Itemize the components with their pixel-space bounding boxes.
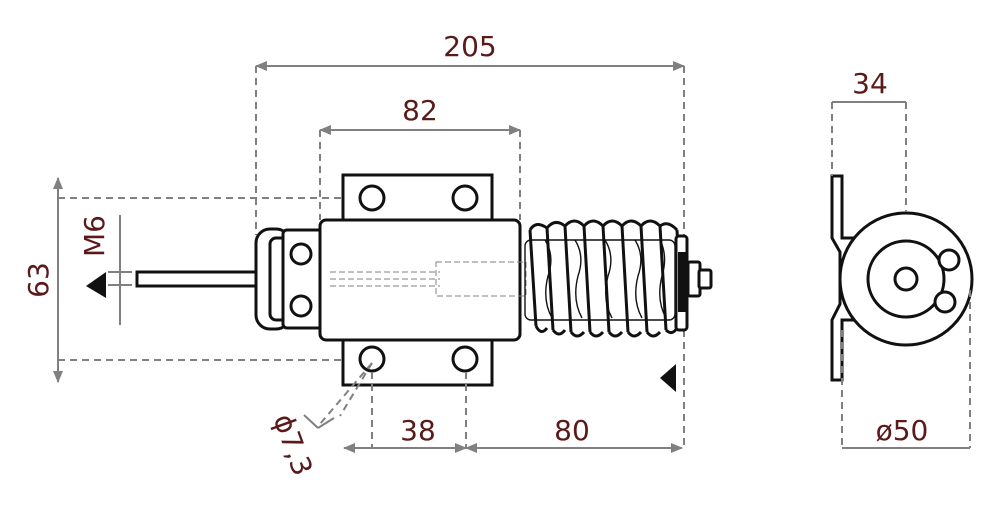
thread-arrow-icon [86,272,106,298]
dimension-hole-to-end: 80 [465,414,683,453]
label-hole-spacing: 38 [400,414,436,447]
dimension-bracket-width: 34 [831,67,907,212]
label-overall-length: 205 [443,30,496,63]
dimension-height: 63 [22,177,372,383]
solenoid-body [318,218,527,342]
mounting-plate-top [341,173,494,227]
spring-end-disc [674,234,713,332]
label-body-length: 82 [402,94,438,127]
label-diameter: ø50 [876,414,929,447]
end-cap [254,227,325,331]
return-spring [524,219,684,338]
mounting-plate-bottom [341,333,494,387]
label-hole-diameter: ϕ7,3 [267,410,320,480]
stroke-arrow-icon [660,364,676,392]
side-view-body [838,211,974,347]
dimension-body-length: 82 [319,94,521,220]
dimension-thread: M6 [78,215,132,325]
label-hole-to-end: 80 [554,414,590,447]
label-bracket-width: 34 [852,67,888,100]
label-thread: M6 [78,215,111,257]
plunger-rod [135,270,264,288]
label-height: 63 [22,262,55,298]
dimension-hole-spacing: 38 [343,372,467,453]
dimension-diameter: ø50 [841,290,971,449]
